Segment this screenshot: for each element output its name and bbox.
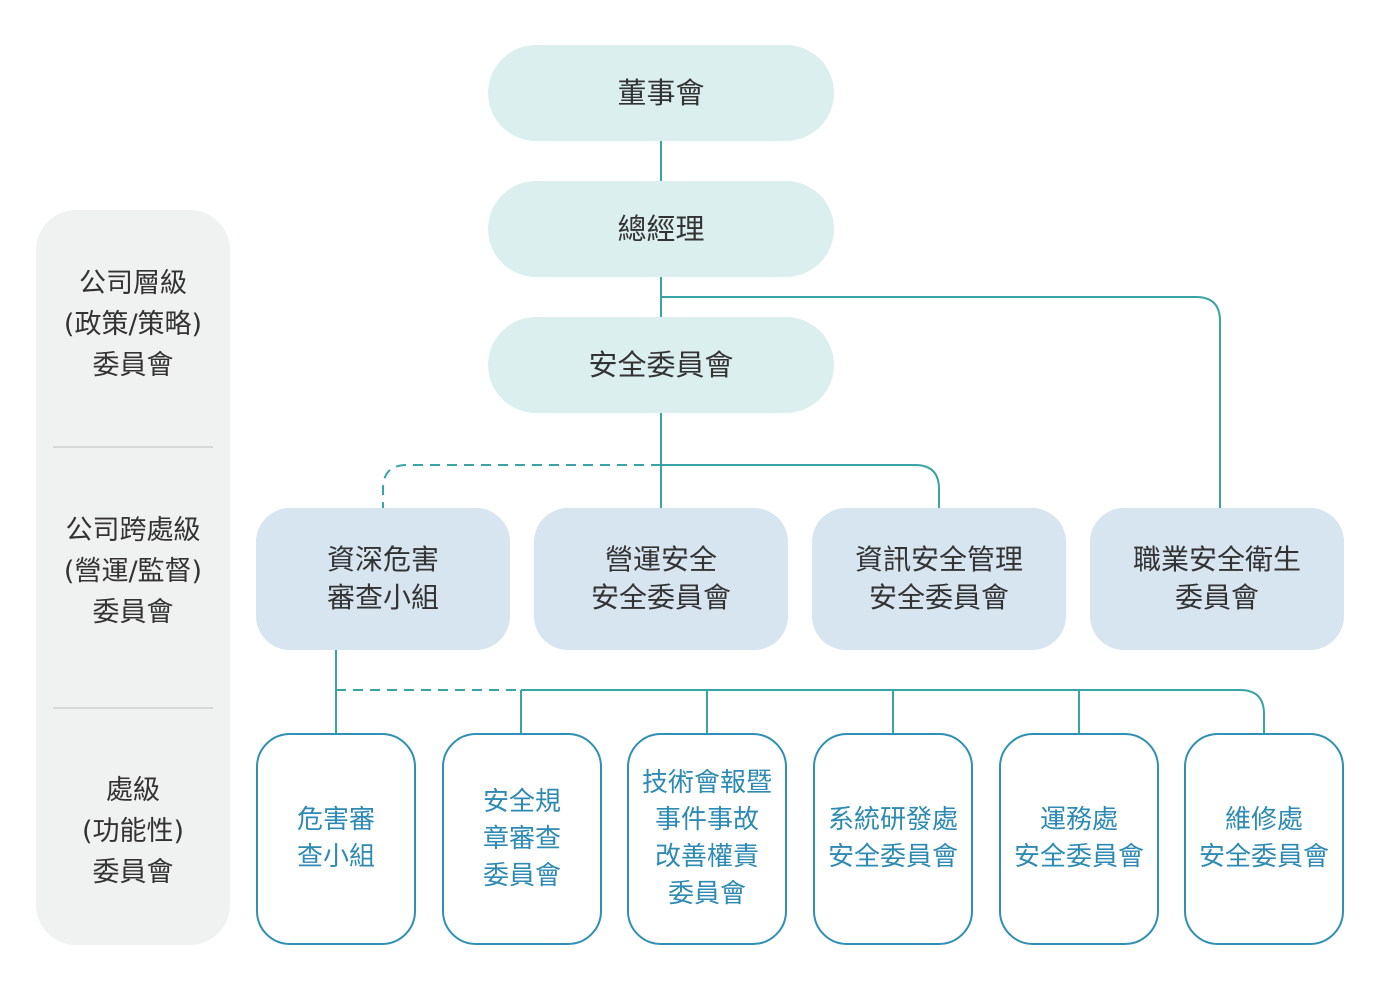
level-cross-department-line-3: 委員會 [92, 596, 174, 628]
node-safety-rules-review-line-2: 章審查 [482, 823, 561, 854]
node-occupational-safety: 職業安全衛生 委員會 [1090, 508, 1344, 650]
level-company-line-1: 公司層級 [79, 267, 187, 299]
node-maintenance-safety: 維修處 安全委員會 [1184, 733, 1344, 945]
level-company-line-3: 委員會 [92, 349, 174, 381]
connector-bottom-bus [521, 689, 1265, 733]
node-operations-dept-safety: 運務處 安全委員會 [999, 733, 1159, 945]
node-safety-committee: 安全委員會 [488, 317, 834, 413]
level-sidebar: 公司層級 (政策/策略) 委員會 公司跨處級 (營運/監督) 委員會 處級 (功… [36, 210, 230, 945]
node-infosec-management-line-1: 資訊安全管理 [854, 543, 1023, 576]
node-safety-rules-review: 安全規 章審查 委員會 [442, 733, 602, 945]
node-operations-dept-safety-line-2: 安全委員會 [1013, 842, 1144, 872]
node-infosec-management-line-2: 安全委員會 [868, 581, 1009, 614]
node-operations-safety-line-1: 營運安全 [604, 543, 717, 576]
level-department-line-1: 處級 [106, 774, 160, 806]
connector-gm-occupational [661, 296, 1221, 508]
node-general-manager-label: 總經理 [617, 212, 705, 246]
node-hazard-review-group-line-2: 查小組 [296, 842, 375, 872]
node-general-manager: 總經理 [488, 181, 834, 277]
node-maintenance-safety-line-2: 安全委員會 [1198, 842, 1329, 872]
connector-safety-hazard-dashed [382, 464, 661, 508]
node-technical-incident-line-3: 改善權責 [654, 842, 759, 872]
node-operations-safety-line-2: 安全委員會 [590, 581, 731, 614]
node-operations-safety: 營運安全 安全委員會 [534, 508, 788, 650]
node-senior-hazard-review: 資深危害 審查小組 [256, 508, 510, 650]
node-senior-hazard-review-line-2: 審查小組 [326, 581, 439, 614]
node-occupational-safety-line-1: 職業安全衛生 [1132, 543, 1301, 576]
node-hazard-review-group: 危害審 查小組 [256, 733, 416, 945]
node-technical-incident: 技術會報暨 事件事故 改善權責 委員會 [627, 733, 787, 945]
level-department-line-2: (功能性) [81, 815, 185, 847]
node-system-rd-safety-line-1: 系統研發處 [827, 805, 958, 835]
node-technical-incident-line-1: 技術會報暨 [641, 768, 772, 798]
level-divider [53, 446, 213, 448]
level-company: 公司層級 (政策/策略) 委員會 [36, 260, 230, 388]
node-hazard-review-group-line-1: 危害審 [296, 805, 375, 835]
connector-safety-infosec [661, 464, 940, 508]
node-safety-rules-review-line-1: 安全規 [482, 786, 561, 817]
node-board: 董事會 [488, 45, 834, 141]
node-occupational-safety-line-2: 委員會 [1174, 581, 1259, 614]
level-cross-department: 公司跨處級 (營運/監督) 委員會 [36, 507, 230, 635]
node-infosec-management: 資訊安全管理 安全委員會 [812, 508, 1066, 650]
node-operations-dept-safety-line-1: 運務處 [1039, 805, 1118, 835]
node-system-rd-safety-line-2: 安全委員會 [827, 842, 958, 872]
node-maintenance-safety-line-1: 維修處 [1224, 805, 1303, 835]
node-board-label: 董事會 [617, 76, 705, 110]
node-technical-incident-line-2: 事件事故 [654, 805, 759, 835]
level-company-line-2: (政策/策略) [63, 308, 203, 340]
node-safety-committee-label: 安全委員會 [588, 348, 734, 382]
node-senior-hazard-review-line-1: 資深危害 [326, 543, 439, 576]
level-department: 處級 (功能性) 委員會 [36, 767, 230, 895]
level-cross-department-line-1: 公司跨處級 [65, 514, 201, 546]
node-system-rd-safety: 系統研發處 安全委員會 [813, 733, 973, 945]
level-divider [53, 707, 213, 709]
node-safety-rules-review-line-3: 委員會 [482, 860, 561, 891]
level-cross-department-line-2: (營運/監督) [63, 555, 203, 587]
node-technical-incident-line-4: 委員會 [667, 879, 746, 909]
level-department-line-3: 委員會 [92, 856, 174, 888]
